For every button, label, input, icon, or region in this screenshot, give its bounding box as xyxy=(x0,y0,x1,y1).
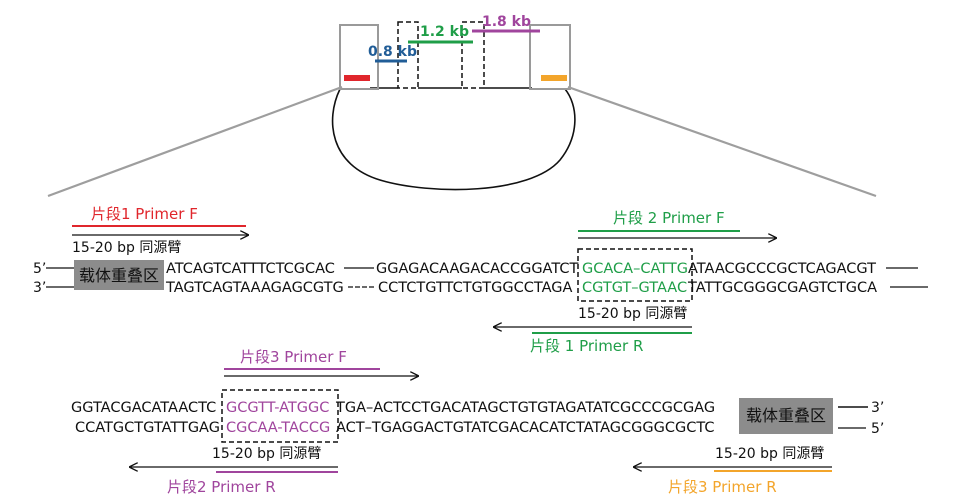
left-vector-marker xyxy=(344,75,370,81)
seq2-top-overlap: GCGTT-ATGGC xyxy=(226,400,329,416)
fragment-label-1-8kb: 1.8 kb xyxy=(482,14,531,30)
vector-overlap-box-left xyxy=(339,24,379,90)
homology-arm-label-f1: 15-20 bp 同源臂 xyxy=(72,240,181,256)
fragment2-primer-f-label: 片段 2 Primer F xyxy=(613,209,725,227)
homology-arm-label-r3: 15-20 bp 同源臂 xyxy=(715,446,824,462)
junction-box-1 xyxy=(397,21,419,89)
seq-bottom-mid: CCTCTGTTCTGTGGCCTAGA xyxy=(378,280,572,296)
sequence-row-2: 片段3 Primer F GGTACGACATAACTC CCATGCTGTAT… xyxy=(71,348,884,496)
seq2-bottom-right: ACT–TGAGGACTGTATCGACACATCTATAGCGGGCGCTC xyxy=(336,420,715,436)
seq2-top-right: TGA–ACTCCTGACATAGCTGTGTAGATATCGCCCGCGAG xyxy=(335,400,715,416)
homology-arm-label-r2: 15-20 bp 同源臂 xyxy=(212,446,321,462)
strand2-end-5-bottom: 5’ xyxy=(871,421,884,437)
vector-overlap-label-2: 载体重叠区 xyxy=(746,406,826,425)
fragment2-primer-r-label: 片段2 Primer R xyxy=(167,478,276,496)
vector-overlap-region-2 xyxy=(739,398,833,434)
plasmid-backbone xyxy=(331,87,576,191)
sequence-row-1: 片段1 Primer F 15-20 bp 同源臂 5’ 3’ 载体重叠区 AT… xyxy=(33,205,928,355)
right-vector-marker xyxy=(541,75,567,81)
seq-top-overlap: GCACA–CATTG xyxy=(582,261,688,277)
plasmid-map: 0.8 kb 1.2 kb 1.8 kb xyxy=(47,14,877,198)
junction-box-2 xyxy=(461,21,485,89)
overlap-box-row2 xyxy=(221,389,339,443)
seq-top-mid: GGAGACAAGACACCGGATCT xyxy=(376,261,578,277)
seq-bottom-overlap: CGTGT–GTAAC xyxy=(582,280,687,296)
fragment-label-0-8kb: 0.8 kb xyxy=(368,44,417,60)
seq-top-left: ATCAGTCATTTCTCGCAC xyxy=(166,261,335,277)
zoom-line-right xyxy=(567,85,877,198)
fragment3-primer-f-label: 片段3 Primer F xyxy=(240,348,347,366)
vector-overlap-region-1 xyxy=(74,260,164,290)
fragment-label-1-2kb: 1.2 kb xyxy=(420,24,469,40)
strand-end-5-top: 5’ xyxy=(33,261,46,277)
zoom-line-left xyxy=(47,85,343,198)
strand2-end-3-top: 3’ xyxy=(871,400,884,416)
fragment1-primer-r-label: 片段 1 Primer R xyxy=(530,337,643,355)
seq-bottom-left: TAGTCAGTAAAGAGCGTG xyxy=(165,280,344,296)
vector-overlap-label-1: 载体重叠区 xyxy=(79,266,159,285)
seq2-top-left: GGTACGACATAACTC xyxy=(71,400,216,416)
fragment1-primer-f-label: 片段1 Primer F xyxy=(91,205,198,223)
seq-bottom-right: TATTGCGGGCGAGTCTGCA xyxy=(687,280,877,296)
seq2-bottom-left: CCATGCTGTATTGAG xyxy=(75,420,220,436)
seq2-bottom-overlap: CGCAA-TACCG xyxy=(226,420,330,436)
seq-top-right: ATAACGCCCGCTCAGACGT xyxy=(688,261,876,277)
vector-overlap-box-right xyxy=(529,24,571,90)
homology-arm-label-f2: 15-20 bp 同源臂 xyxy=(578,306,687,322)
overlap-box-row1 xyxy=(577,248,693,302)
fragment3-primer-r-label: 片段3 Primer R xyxy=(668,478,777,496)
strand-end-3-bottom: 3’ xyxy=(33,280,46,296)
